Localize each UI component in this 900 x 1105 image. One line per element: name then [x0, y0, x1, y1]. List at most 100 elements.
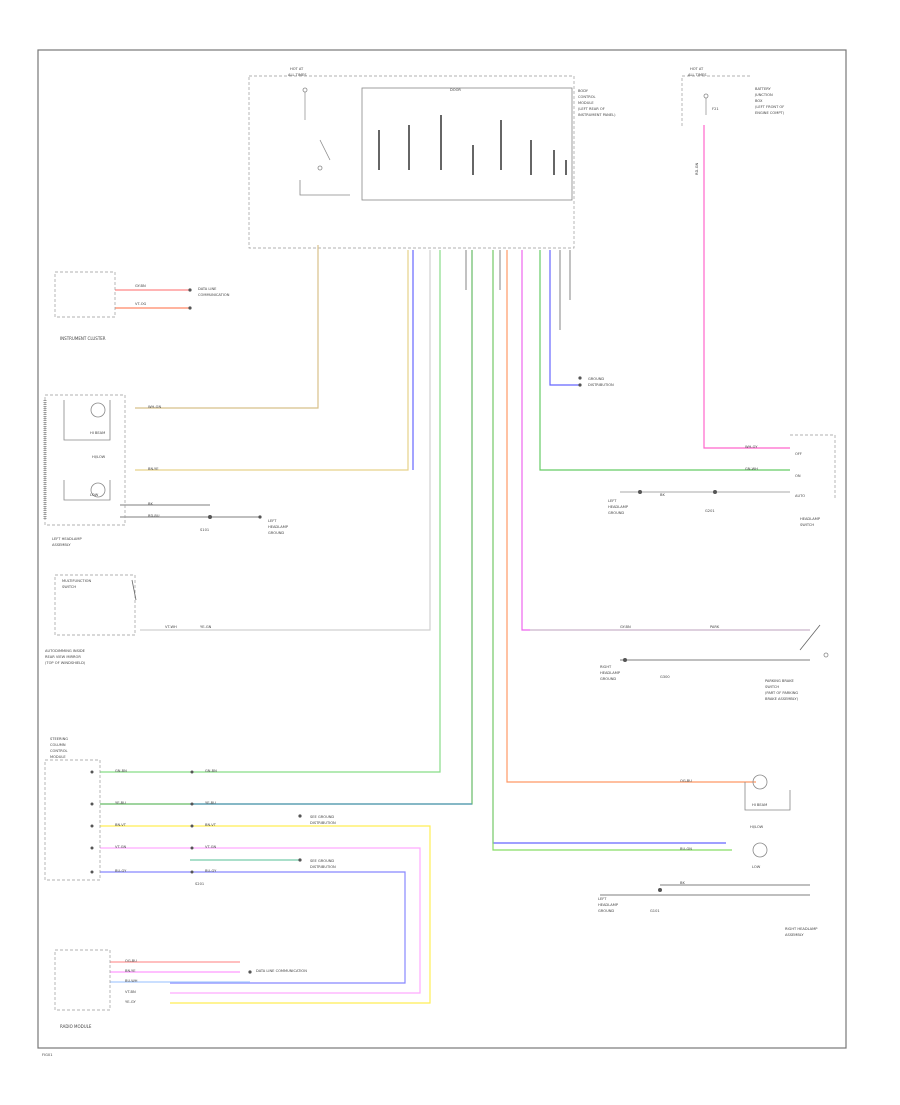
left-hi-wire: WH-GN: [148, 405, 161, 409]
wire-autodim: [140, 250, 431, 631]
left-hl-label-1: LEFT HEADLAMP: [52, 537, 82, 541]
bjb-label-3: BOX: [755, 99, 763, 103]
pb-gnd-3: GROUND: [600, 677, 616, 681]
wires: [100, 125, 810, 1004]
rh-low-tag: LOW: [752, 865, 761, 869]
steer-wire-2b: YE-BU: [205, 801, 216, 805]
steer-s201: S201: [195, 882, 204, 886]
wire-bjb-hs: [703, 125, 790, 449]
rh-gnd-2: HEADLAMP: [598, 903, 619, 907]
bcm-label-5: INSTRUMENT PANEL): [578, 113, 616, 117]
body-control-module: HOT AT ALL TIMES DOOR BODY CONTROL MODUL…: [248, 67, 616, 249]
steer-wire-4b: VT-GN: [205, 845, 217, 849]
autodim-3: (TOP OF WINDSHIELD): [45, 661, 86, 665]
wire-hibeam-left: [135, 245, 319, 409]
gd-1: GROUND: [588, 377, 604, 381]
diagram-frame: [37, 49, 847, 1049]
bcm-label-1: BODY: [578, 89, 589, 93]
steer-gnd-2: DISTRIBUTION: [310, 821, 336, 825]
rh-low-wire: BU-GN: [680, 847, 692, 851]
rh-g101: G101: [650, 909, 660, 913]
wire-ground-dist: [549, 250, 580, 386]
instrument-cluster-label: INSTRUMENT CLUSTER: [60, 336, 106, 341]
autodim-2: REAR VIEW MIRROR: [45, 655, 81, 659]
rad-w4: VT-BN: [125, 990, 136, 994]
bcm-label-2: CONTROL: [578, 95, 596, 99]
bcm-hot-label-2: ALL TIMES: [288, 73, 307, 77]
left-gnd-1: LEFT: [268, 519, 277, 523]
autodimming-mirror: MULTIFUNCTION SWITCH VT-WH YE-GN AUTODIM…: [45, 574, 212, 665]
instrument-cluster: INSTRUMENT CLUSTER GY-BN VT-OG DATA LINE…: [54, 271, 230, 341]
battery-junction-box: HOT AT ALL TIMES BATTERY JUNCTION BOX (L…: [681, 67, 785, 126]
steer-wire-3b: BN-VT: [205, 823, 217, 827]
pb-label-1: PARKING BRAKE: [765, 679, 795, 683]
steer-wire-1b: GN-BN: [205, 769, 217, 773]
pb-label-2: SWITCH: [765, 685, 779, 689]
hs-g201: G201: [705, 509, 715, 513]
mf-switch-2: SWITCH: [62, 585, 76, 589]
rad-data: DATA LINE COMMUNICATION: [256, 969, 307, 973]
right-headlamp-assembly: HI BEAM LOW HI/LOW OG-BU BU-GN BK LEFT H…: [598, 774, 818, 937]
bcm-hot-label-1: HOT AT: [290, 67, 304, 71]
gd-2: DISTRIBUTION: [588, 383, 614, 387]
left-gnd-2: HEADLAMP: [268, 525, 289, 529]
wire-hs-green: [539, 250, 790, 471]
steer-wire-5b: BU-GY: [205, 869, 217, 873]
ic-data-1: DATA LINE: [198, 287, 217, 291]
wire-radio-blue: [100, 871, 406, 984]
bjb-hot-1: HOT AT: [690, 67, 704, 71]
footer-code: FIG01: [42, 1053, 53, 1057]
hs-w2: GN-WH: [745, 467, 758, 471]
steer-2: COLUMN: [50, 743, 66, 747]
steer-wire-1: GN-BN: [115, 769, 127, 773]
pb-park: PARK: [710, 625, 720, 629]
hs-auto: AUTO: [795, 494, 805, 498]
rh-label-1: RIGHT HEADLAMP: [785, 927, 818, 931]
pb-label-3: (PART OF PARKING: [765, 691, 798, 695]
pb-gnd-1: RIGHT: [600, 665, 612, 669]
steer-4: MODULE: [50, 755, 66, 759]
hs-label-1: HEADLAMP: [800, 517, 821, 521]
rh-hilow-tag: HI/LOW: [750, 825, 764, 829]
steer-wire-4: VT-GN: [115, 845, 127, 849]
bjb-label-1: BATTERY: [755, 87, 772, 91]
pb-wire: GY-BN: [620, 625, 631, 629]
left-hilow-tag: HI/LOW: [92, 455, 106, 459]
left-gnd-wire: BK: [148, 502, 153, 506]
steer-wire-3: BN-VT: [115, 823, 127, 827]
hs-label-2: SWITCH: [800, 523, 814, 527]
rh-gnd-wire: BK: [680, 881, 685, 885]
wire-radio-yellow: [100, 825, 431, 1004]
steer-wire-5: BU-GY: [115, 869, 127, 873]
left-hl-label-2: ASSEMBLY: [52, 543, 71, 547]
bcm-inner-label: DOOR: [450, 88, 461, 92]
steer-1: STEERING: [50, 737, 68, 741]
steer-wire-2: YE-BU: [115, 801, 126, 805]
wire-steer-1: [100, 250, 441, 773]
steer-3: CONTROL: [50, 749, 68, 753]
parking-brake-switch: GY-BN PARK RIGHT HEADLAMP GROUND G300 PA…: [600, 624, 829, 701]
hs-gnd-3: GROUND: [608, 511, 624, 515]
pb-label-4: BRAKE ASSEMBLY): [765, 697, 799, 701]
wire-right-low: [492, 250, 732, 851]
pb-gnd-2: HEADLAMP: [600, 671, 621, 675]
bjb-hot-2: ALL TIMES: [688, 73, 707, 77]
wire-right-hi: [506, 250, 756, 783]
left-headlamp-assembly: HI BEAM LOW HI/LOW WH-GN BN-YE BK RD-BU …: [43, 394, 289, 547]
rad-w3: BU-WH: [125, 979, 138, 983]
steer-gnd-4: DISTRIBUTION: [310, 865, 336, 869]
rh-gnd-1: LEFT: [598, 897, 607, 901]
wire-radio-pink: [100, 847, 421, 994]
hs-gnd-2: HEADLAMP: [608, 505, 629, 509]
rh-hi-wire: OG-BU: [680, 779, 692, 783]
autodim-1: AUTODIMMING INSIDE: [45, 649, 86, 653]
bjb-label-2: JUNCTION: [754, 93, 773, 97]
ic-wire-1: GY-BN: [135, 284, 146, 288]
hs-off: OFF: [795, 452, 802, 456]
bcm-label-4: (LEFT REAR OF: [578, 107, 605, 111]
radio-label: RADIO MODULE: [60, 1024, 92, 1029]
steer-gnd-1: SEE GROUND: [310, 815, 334, 819]
mf-wire: VT-WH: [165, 625, 177, 629]
